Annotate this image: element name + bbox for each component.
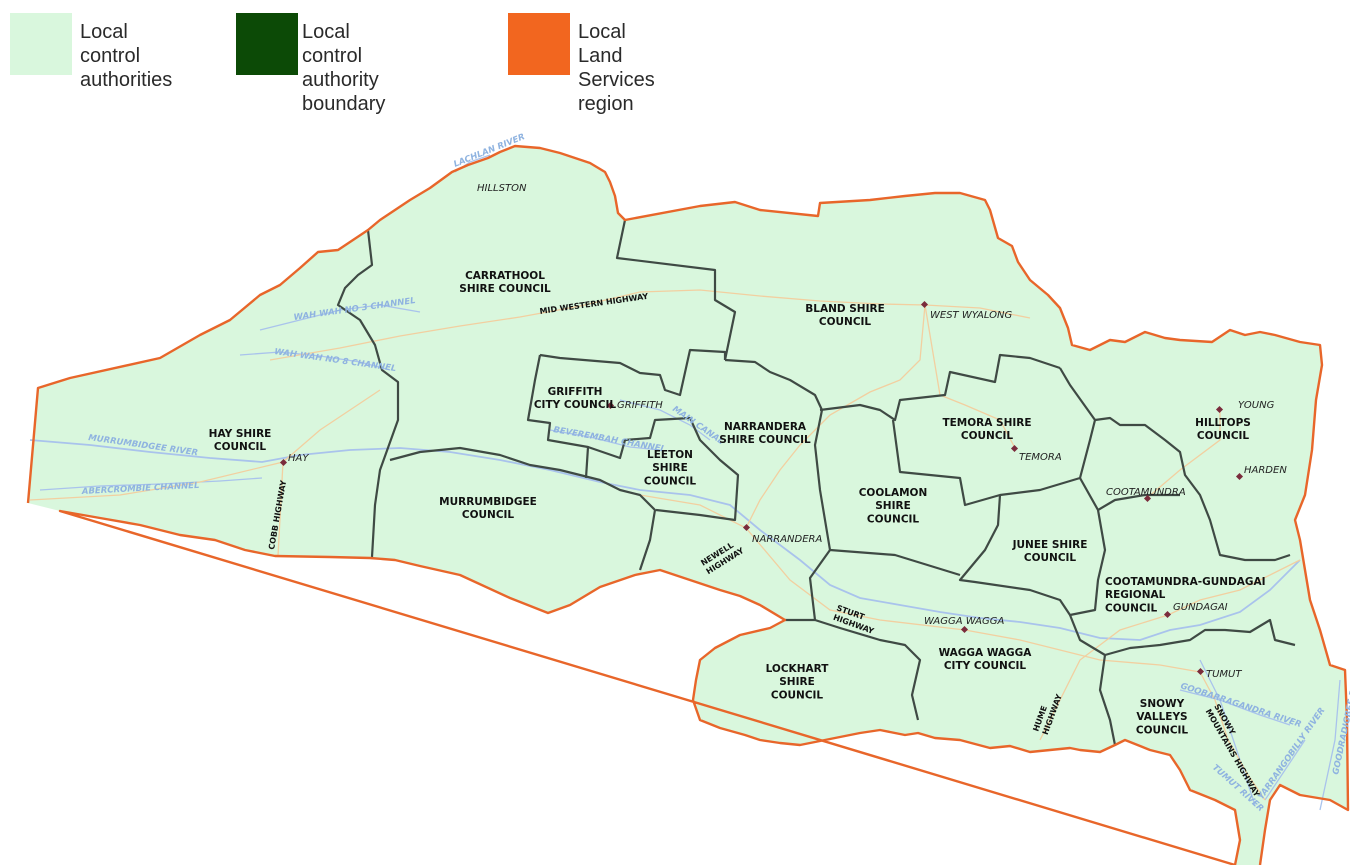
leeton-boundary [587,416,740,522]
junee-boundary [958,477,1107,617]
wagga-wagga-label: WAGGA WAGGA [924,616,1004,627]
west-wyalong-marker [920,300,929,309]
legend-label-lca: Local control authorities [80,21,173,91]
lca-boundaries [336,219,1296,746]
region-fill [28,146,1348,865]
griffith-boundary [539,348,727,397]
carrathool-south-boundary [389,446,657,571]
hilltops-boundary [1094,416,1291,562]
coolamon-north-boundary [819,353,1061,422]
legend-label-lls-region: Local Land Services region [578,21,655,115]
region-boundary [26,144,1350,865]
lca-boundary-swatch [236,13,298,75]
lca-fill-swatch [10,13,72,75]
west-wyalong-label: WEST WYALONG [930,310,1013,321]
tumut-river-line [1199,659,1256,806]
hay-label: HAY [288,453,309,464]
cobb-highway-line [277,461,284,557]
bland-west-boundary [615,219,737,361]
temora-road-line [924,304,1016,449]
wagga-marker [960,625,969,634]
griffith-label: GRIFFITH [617,400,663,411]
wah-wah-8-channel-line [239,351,391,371]
map-legend: Local control authorities Local control … [10,10,770,115]
coolamon-south-boundary [829,548,961,577]
goobarragandra-river-line [1179,689,1291,726]
narrandera-label: NARRANDERA [752,534,823,545]
snowy-mountains-highway-line [1199,671,1266,801]
snowy-valleys-boundary [1098,654,1117,746]
young-label: YOUNG [1238,400,1275,411]
temora-label: TEMORA [1019,452,1062,463]
narrandera-marker [742,523,751,532]
temora-boundary [891,367,1097,507]
lls-region-swatch [508,13,570,75]
mid-western-highway-line [269,289,1031,361]
main-canal-line [619,399,711,441]
temora-marker [1010,444,1019,453]
goodradigbee-river-line [1319,679,1341,811]
newell-highway-line [745,304,926,529]
narrandera-east-boundary [724,358,832,551]
wagga-north-boundary [808,549,922,721]
legend-label-lca-boundary: Local control authority boundary [302,21,386,115]
yarrangobilly-river-line [1264,739,1306,801]
gundagai-label: GUNDAGAI [1173,602,1228,613]
murrumbidgee-river-line [29,439,1301,641]
abercrombie-channel-line [39,477,263,491]
wagga-south-boundary [1068,614,1296,657]
griffith-marker [606,401,615,410]
cootamundra-label: COOTAMUNDRA [1106,487,1186,498]
wah-wah-3-channel-line [259,304,421,331]
hillston-label: HILLSTON [477,183,527,194]
carrathool-boundary [336,229,400,558]
sturt-highway-line [639,494,1201,673]
harden-label: HARDEN [1244,465,1287,476]
town-labels: HILLSTON WEST WYALONG YOUNG GRIFFITH HAY… [288,183,1287,680]
beverembah-channel-line [549,429,661,451]
young-road-line [1146,410,1221,499]
cootamundra-boundary [1097,493,1180,511]
hay-marker [279,458,288,467]
rivers [29,154,1341,811]
hume-highway-line [1039,559,1301,741]
tumut-label: TUMUT [1206,669,1242,680]
